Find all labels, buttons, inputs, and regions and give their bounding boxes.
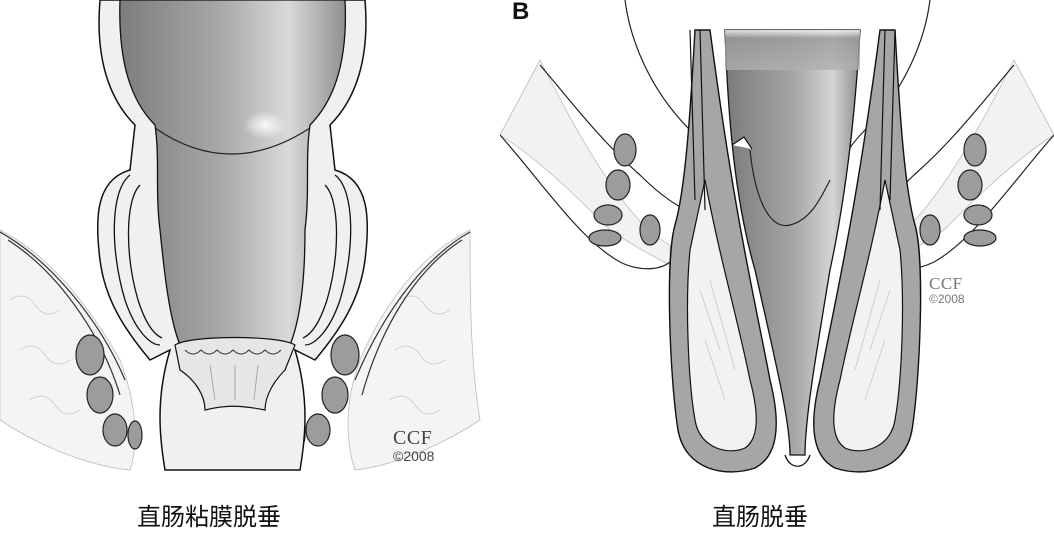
caption-rectal-prolapse: 直肠脱垂: [712, 503, 808, 531]
credit-year: ©2008: [929, 292, 965, 306]
caption-mucosal-prolapse: 直肠粘膜脱垂: [137, 503, 281, 531]
sphincter-right: [919, 133, 997, 247]
rectal-lumen: [724, 29, 861, 456]
sphincter-left: [75, 334, 143, 450]
mucosal-prolapse-illustration: [0, 0, 481, 471]
panel-label-b: B: [512, 0, 530, 25]
credit-year: ©2008: [393, 448, 435, 464]
panel-b-rectal-prolapse: B: [500, 0, 1054, 537]
copyright-credit: CCF ©2008: [393, 428, 434, 463]
panel-a-mucosal-prolapse: CCF ©2008 直肠粘膜脱垂: [0, 0, 500, 537]
copyright-credit: CCF ©2008: [929, 275, 965, 305]
sphincter-left: [588, 133, 661, 247]
credit-org: CCF: [929, 274, 963, 293]
fat-tissue-left: [500, 59, 671, 266]
rectal-prolapse-illustration: [500, 0, 1054, 473]
credit-org: CCF: [393, 427, 433, 449]
fat-tissue-right: [347, 229, 481, 471]
